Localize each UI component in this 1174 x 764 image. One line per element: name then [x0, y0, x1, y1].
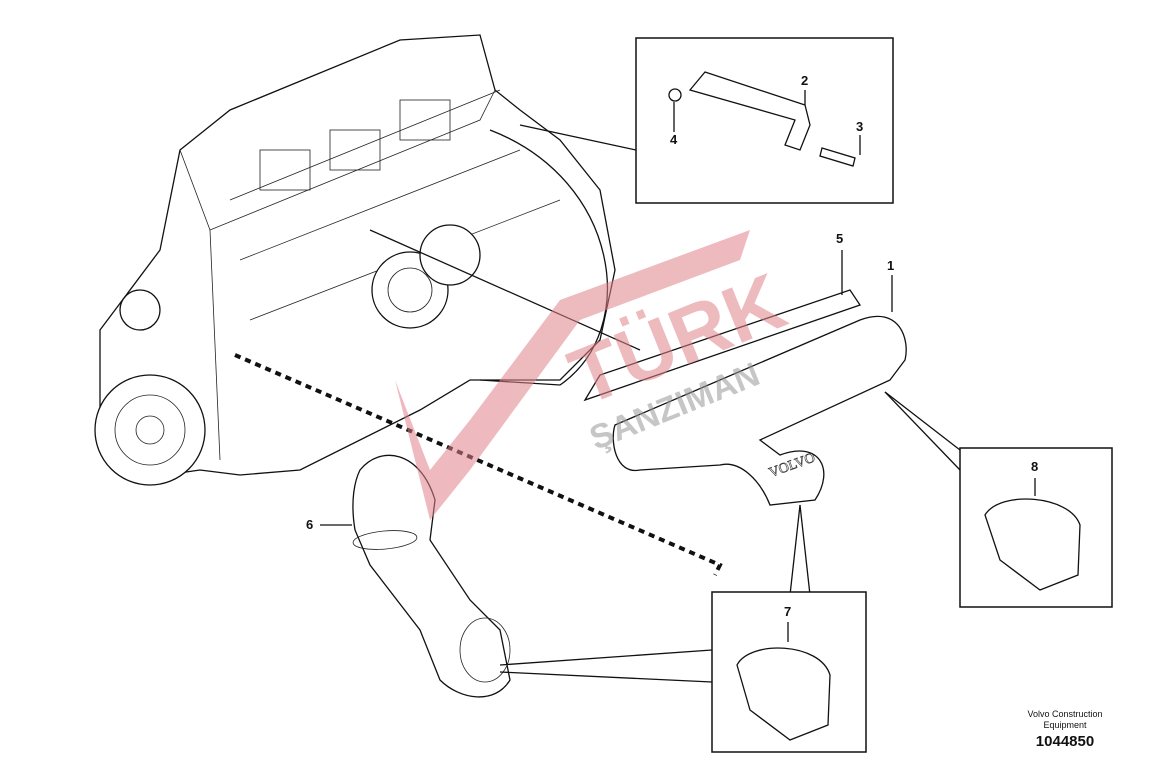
washer-4	[668, 88, 682, 102]
strap-7	[736, 647, 831, 741]
drawing-footer: Volvo Construction Equipment 1044850	[1010, 709, 1120, 750]
callout-8: 8	[1031, 459, 1039, 474]
air-pipe-6	[320, 454, 713, 698]
bolt-3	[819, 147, 856, 167]
callout-4: 4	[670, 132, 678, 147]
callout-1: 1	[887, 258, 895, 273]
dashed-route-line	[234, 353, 723, 576]
brand-line-1: Volvo Construction	[1027, 709, 1103, 719]
callout-5: 5	[836, 231, 844, 246]
callout-2: 2	[801, 73, 809, 88]
engine-cover-1: VOLVO	[612, 275, 961, 596]
strap-8	[984, 498, 1081, 591]
bracket-2	[668, 71, 861, 167]
callout-6: 6	[306, 517, 314, 532]
callout-7: 7	[784, 604, 792, 619]
detail-box-bracket	[635, 37, 894, 204]
drawing-number: 1044850	[1035, 733, 1095, 750]
gasket-5	[583, 289, 862, 402]
brand-line-2: Equipment	[1043, 720, 1087, 730]
callout-3: 3	[856, 119, 864, 134]
engine-drawing	[94, 34, 641, 486]
